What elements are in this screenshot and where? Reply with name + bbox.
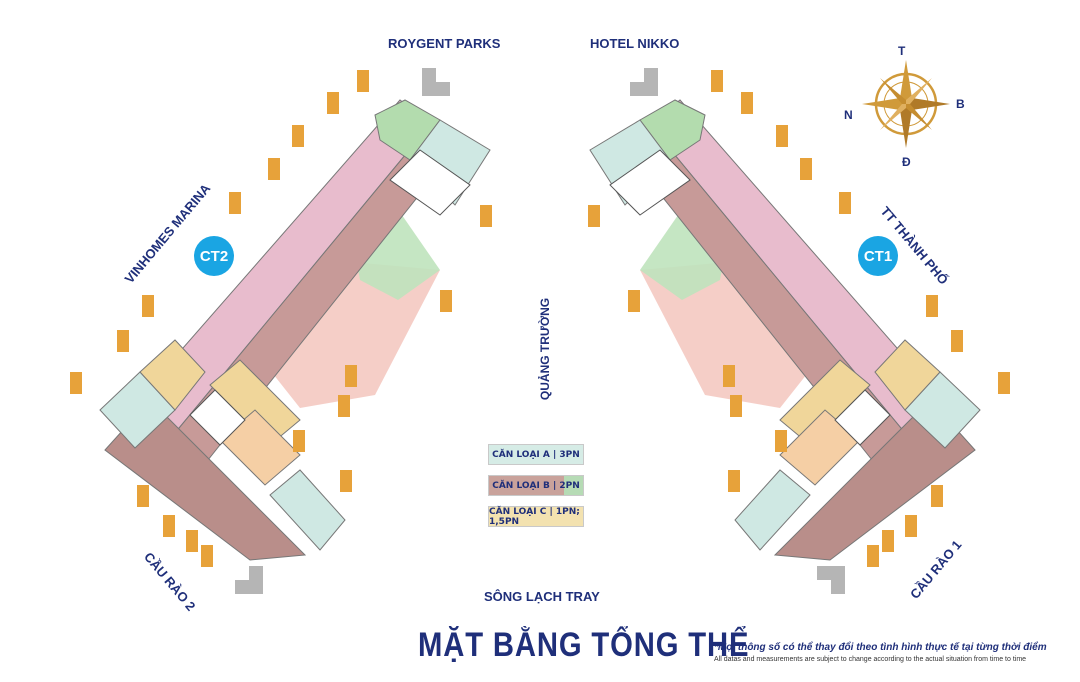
ct1-type-c-mid [874,339,941,411]
ct1-unit-tags [588,70,1010,567]
ct2-type-c-mid [139,339,206,411]
ct2-core-low [189,389,246,446]
ct1-core-low [834,389,891,446]
legend-type-b: CĂN LOẠI B | 2PN [488,475,584,496]
tower-badge-ct1: CT1 [858,236,898,276]
compass-south-label: Đ [902,155,911,169]
legend-type-c-label: CĂN LOẠI C | 1PN; 1,5PN [489,506,580,527]
compass-rose-icon [862,60,950,148]
compass-east-label: B [956,97,965,111]
compass-west-label: N [844,108,853,122]
ct2-core [389,149,471,216]
disclaimer-vi: *Mọi thông số có thể thay đổi theo tình … [714,642,1047,653]
label-hotel-nikko: HOTEL NIKKO [590,36,680,51]
ct1-type-a-low [734,469,811,551]
ct2-type-a-low [269,469,346,551]
tower-ct1-plan [588,70,1010,567]
legend-type-b-label: CĂN LOẠI B | 2PN [492,480,580,491]
legend-type-c: CĂN LOẠI C | 1PN; 1,5PN [488,506,584,527]
entry-arrow-icon [235,68,845,594]
ct2-unit-tags [70,70,492,567]
label-quang-truong: QUẢNG TRƯỜNG [538,297,553,401]
compass-north-label: T [898,44,906,58]
ct1-core [609,149,691,216]
label-song-lach-tray: SÔNG LẠCH TRAY [484,589,600,604]
label-roygent-parks: ROYGENT PARKS [388,36,501,51]
disclaimer-en: All datas and measurements are subject t… [714,656,1027,663]
tower-badge-ct2: CT2 [194,236,234,276]
legend-type-a: CĂN LOẠI A | 3PN [488,444,584,465]
page-title: MẶT BẰNG TỔNG THỂ [418,626,750,664]
tower-ct2-plan [99,99,491,561]
legend-type-a-label: CĂN LOẠI A | 3PN [492,449,580,460]
